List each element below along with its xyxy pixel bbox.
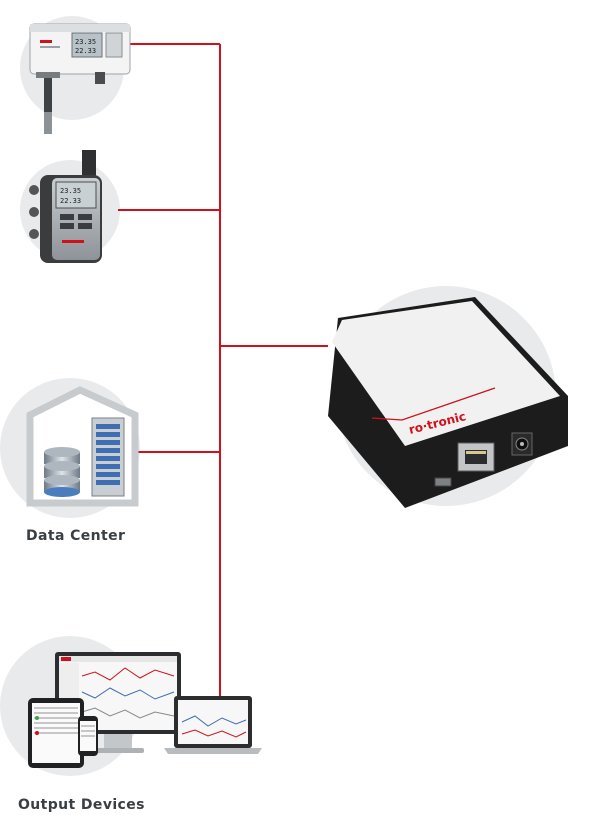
data-center-icon	[26, 386, 139, 507]
data-logger-icon: 23.35 22.33	[29, 150, 102, 263]
logger-reading-1: 23.35	[60, 187, 81, 195]
transmitter-reading-2: 22.33	[75, 47, 96, 55]
smartphone-icon	[78, 716, 98, 756]
data-center-label: Data Center	[26, 528, 126, 544]
logger-reading-2: 22.33	[60, 197, 81, 205]
output-devices-label: Output Devices	[18, 797, 145, 813]
desktop-monitor-icon	[55, 652, 181, 753]
connector-lines	[118, 43, 328, 701]
output-devices-icon	[28, 652, 262, 768]
database-icon	[44, 447, 80, 497]
gateway-device-icon: ro·tronic	[328, 297, 568, 508]
humidity-transmitter-icon: 23.35 22.33	[29, 23, 131, 134]
tablet-icon	[28, 698, 84, 768]
transmitter-reading-1: 23.35	[75, 38, 96, 46]
server-rack-icon	[91, 417, 125, 497]
laptop-icon	[164, 696, 262, 754]
